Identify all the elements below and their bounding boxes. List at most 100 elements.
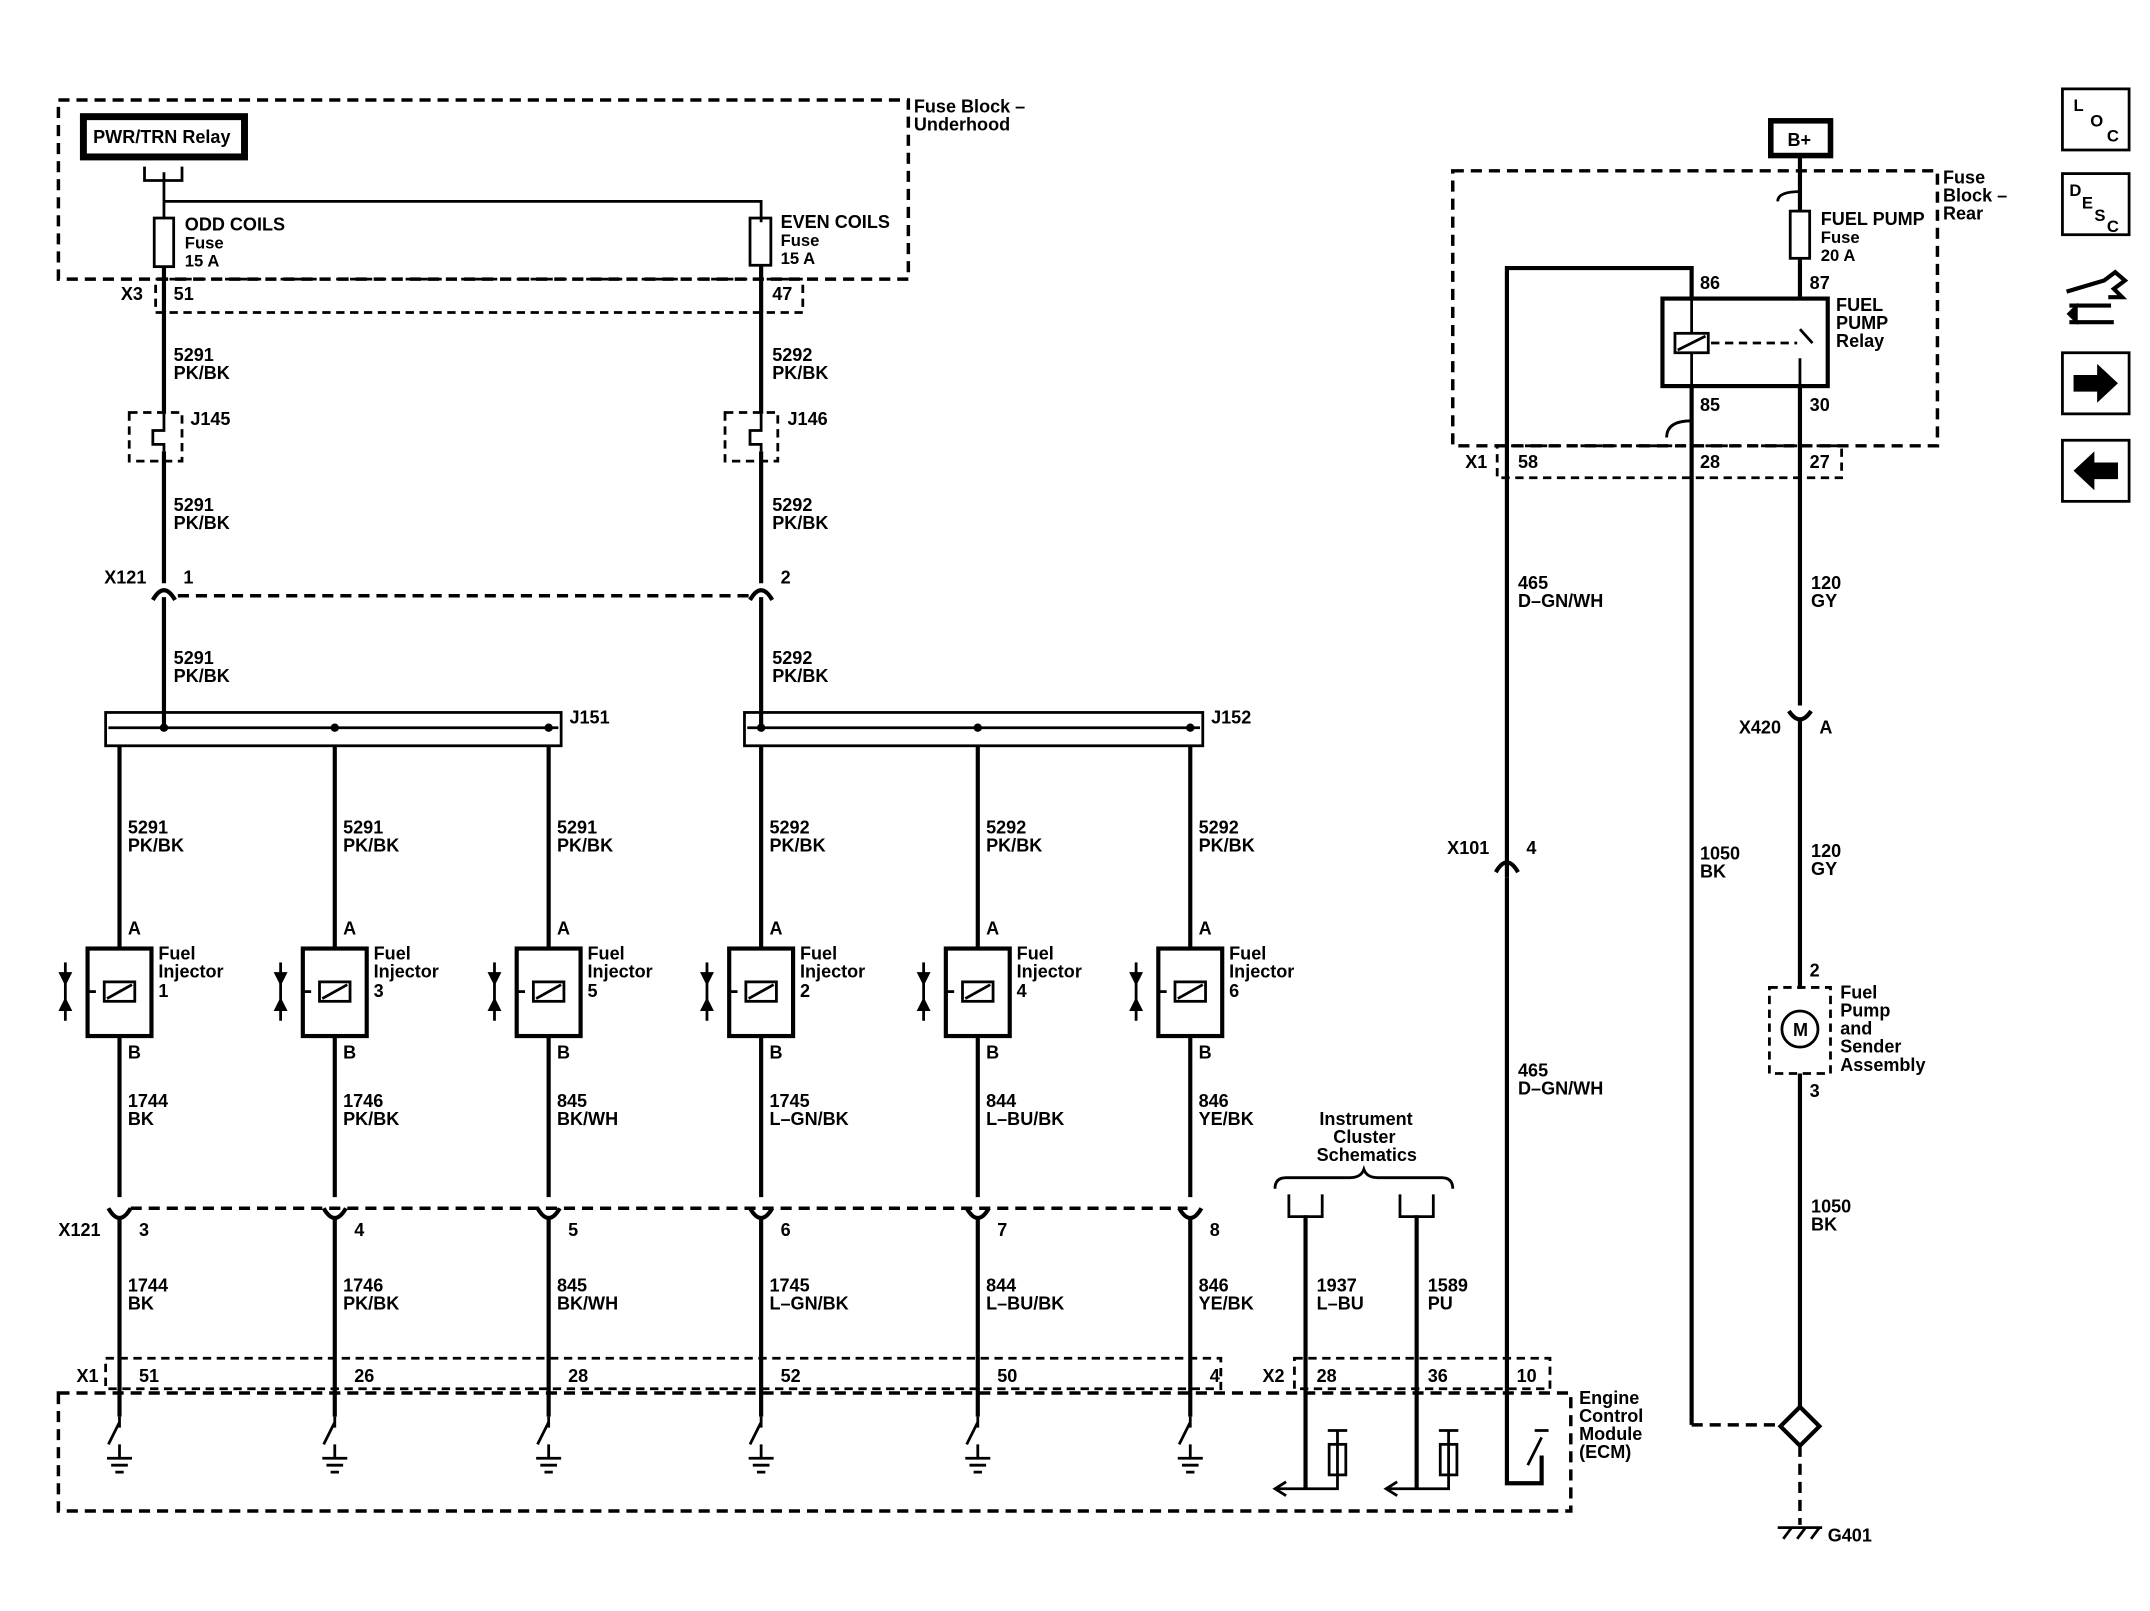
injector-name-2: Injector	[1229, 962, 1294, 982]
wire-1937-label: 1937	[1317, 1276, 1357, 1296]
loc-letter-o: O	[2090, 111, 2103, 130]
loc-button[interactable]: L O C	[2061, 87, 2131, 152]
x121-lower-pin: 5	[568, 1220, 578, 1240]
injector-circuit-lower: 1745	[769, 1276, 809, 1296]
ecm-x1-pin: 51	[139, 1366, 159, 1386]
loc-letter-c: C	[2107, 127, 2119, 146]
x121-pin-1: 1	[183, 567, 193, 587]
injector-feed-circuit: 5291	[557, 817, 597, 837]
injector-feed-color: PK/BK	[343, 835, 399, 855]
desc-button[interactable]: D E S C	[2061, 172, 2131, 237]
injector-pin-b: B	[128, 1042, 141, 1062]
ecm-x1-pin: 28	[568, 1366, 588, 1386]
ecm-x1-pin: 50	[997, 1366, 1017, 1386]
desc-letter-c: C	[2107, 217, 2119, 236]
injector-circuit-upper: 1746	[343, 1091, 383, 1111]
injector-pin-a: A	[986, 919, 999, 939]
injector-number: 4	[1017, 981, 1027, 1001]
injector-color-upper: BK/WH	[557, 1109, 618, 1129]
even-coils-fuse	[748, 216, 773, 267]
desc-letter-d: D	[2069, 181, 2081, 200]
injector-color-upper: L–BU/BK	[986, 1109, 1064, 1129]
injector-pin-b: B	[343, 1042, 356, 1062]
back-arrow-button[interactable]	[2061, 438, 2131, 503]
x121-lower-pin: 8	[1210, 1220, 1220, 1240]
x121-lower-pin: 3	[139, 1220, 149, 1240]
x121-upper-connector: X121 1 2	[104, 567, 791, 602]
ecm-ground-icon	[107, 1444, 133, 1474]
rear-x1-connector	[1495, 444, 1844, 480]
wire-5291-label-1: 5291	[174, 345, 214, 365]
injector-circuit-upper: 844	[986, 1091, 1016, 1111]
injector-color-lower: YE/BK	[1199, 1294, 1254, 1314]
j145-splice: J145	[127, 409, 230, 463]
wire-5292-color-2: PK/BK	[772, 513, 828, 533]
fuel-injector-body	[85, 946, 154, 1039]
wire-1937-color: L–BU	[1317, 1294, 1364, 1314]
injector-name: Fuel	[374, 944, 411, 964]
injector-column: 5291PK/BKABFuelInjector31746PK/BK41746PK…	[273, 723, 439, 1474]
relay-pin-30: 30	[1810, 395, 1830, 415]
wire-1589-label: 1589	[1428, 1276, 1468, 1296]
connector-tool-icon[interactable]	[2066, 269, 2129, 325]
fuel-pump-fuse-rating: 20 A	[1821, 246, 1856, 265]
back-arrow-icon	[2073, 451, 2118, 491]
injector-feed-color: PK/BK	[557, 835, 613, 855]
injector-circuit-upper: 845	[557, 1091, 587, 1111]
wire-1050-color-2: BK	[1811, 1214, 1837, 1234]
j146-splice: J146	[723, 409, 828, 463]
injector-column: 5291PK/BKABFuelInjector5845BK/WH5845BK/W…	[487, 723, 653, 1474]
wire-120-label-2: 120	[1811, 841, 1841, 861]
injector-pin-b: B	[986, 1042, 999, 1062]
g401-label: G401	[1828, 1526, 1872, 1546]
motor-symbol: M	[1793, 1020, 1808, 1040]
pump-pin-3: 3	[1810, 1081, 1820, 1101]
fuel-pump-relay	[1660, 296, 1830, 389]
injector-color-lower: L–GN/BK	[769, 1294, 848, 1314]
fuel-pump-fuse	[1788, 209, 1812, 260]
injector-number: 6	[1229, 981, 1239, 1001]
pump-pin-2: 2	[1810, 960, 1820, 980]
wire-1589-color: PU	[1428, 1294, 1453, 1314]
injector-color-upper: L–GN/BK	[769, 1109, 848, 1129]
injector-name: Fuel	[1017, 944, 1054, 964]
wire-465-label-2: 465	[1518, 1060, 1548, 1080]
x3-connector	[154, 277, 805, 314]
ecm-x2-connector	[1293, 1356, 1552, 1391]
desc-letter-s: S	[2094, 206, 2105, 225]
x121-lower-pin: 7	[997, 1220, 1007, 1240]
injector-name: Fuel	[158, 944, 195, 964]
injector-circuit-upper: 1745	[769, 1091, 809, 1111]
injector-feed-color: PK/BK	[128, 835, 184, 855]
injector-number: 2	[800, 981, 810, 1001]
wire-5291-label-3: 5291	[174, 648, 214, 668]
wire-1050-label-1: 1050	[1700, 844, 1740, 864]
injector-pin-a: A	[769, 919, 782, 939]
injector-feed-color: PK/BK	[1199, 835, 1255, 855]
injector-color-lower: BK/WH	[557, 1294, 618, 1314]
x121-lower-label: X121	[58, 1220, 100, 1240]
injector-pin-a: A	[343, 919, 356, 939]
injector-columns: 5291PK/BKABFuelInjector11744BK31744BK515…	[58, 723, 1294, 1474]
odd-coils-fuse	[152, 216, 176, 269]
wire-5291-color-2: PK/BK	[174, 513, 230, 533]
loc-letter-l: L	[2074, 96, 2084, 115]
relay-pin-85: 85	[1700, 395, 1720, 415]
x121-upper-label: X121	[104, 567, 146, 587]
forward-arrow-button[interactable]	[2061, 351, 2131, 416]
wire-5291-color-3: PK/BK	[174, 666, 230, 686]
ecm-ground-icon	[1177, 1444, 1203, 1474]
injector-color-upper: YE/BK	[1199, 1109, 1254, 1129]
fuel-pump-motor-icon	[1780, 1009, 1820, 1049]
rear-x1-label: X1	[1465, 452, 1487, 472]
fuse-block-underhood-label: Fuse Block –Underhood	[914, 96, 1025, 134]
injector-feed-color: PK/BK	[769, 835, 825, 855]
ecm-x2-pin-28: 28	[1317, 1366, 1337, 1386]
ecm-x1-label: X1	[76, 1366, 98, 1386]
injector-circuit-lower: 844	[986, 1276, 1016, 1296]
